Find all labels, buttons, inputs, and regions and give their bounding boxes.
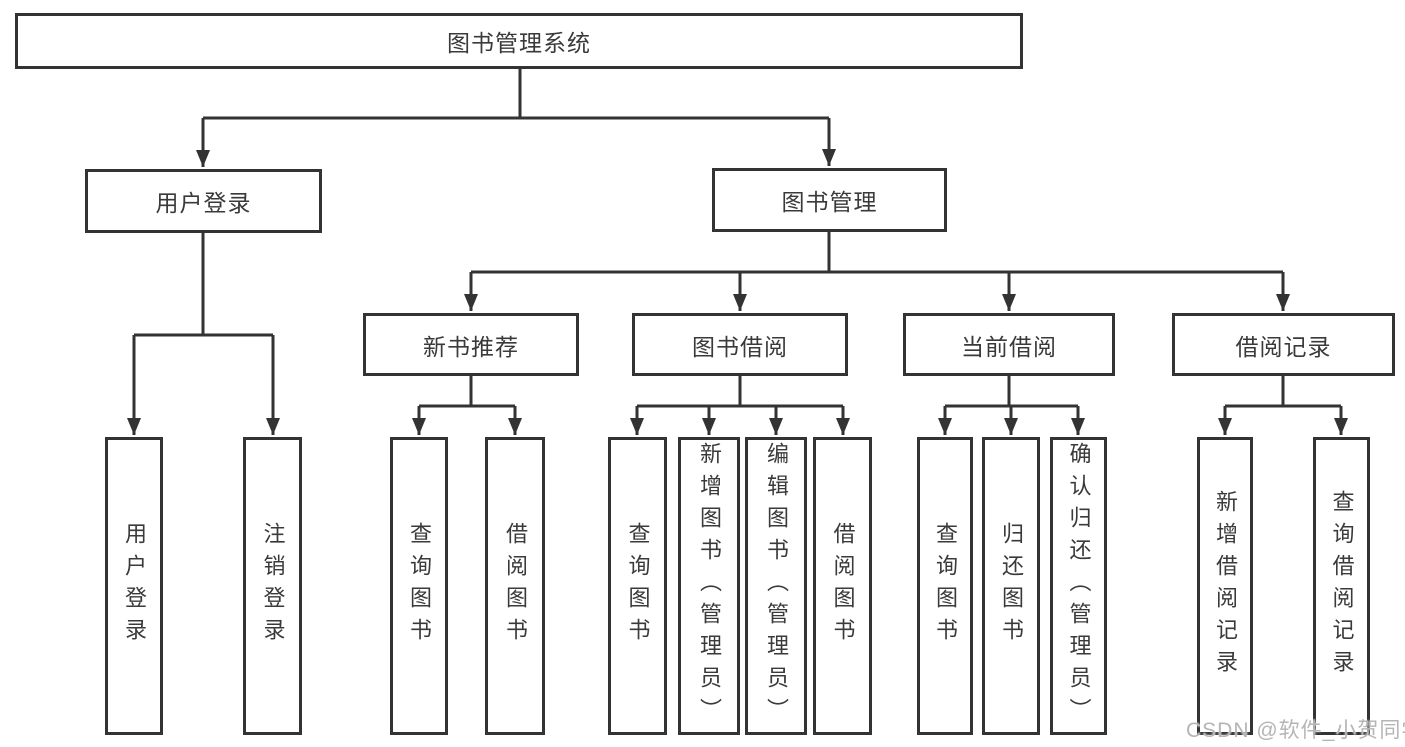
node-label: 借阅图书 — [830, 522, 856, 650]
node-query-borrow-record: 查询借阅记录 — [1313, 437, 1370, 735]
node-label: 新书推荐 — [423, 333, 519, 360]
watermark: CSDN @软件_小贺同学 — [1186, 719, 1405, 742]
node-label: 查询图书 — [625, 522, 651, 650]
node-label: 查询图书 — [933, 522, 958, 650]
node-book-borrowing: 图书借阅 — [632, 313, 848, 376]
node-add-books-admin: 新增图书（管理员） — [678, 437, 740, 735]
node-label: 图书管理系统 — [447, 30, 591, 56]
node-label: 用户登录 — [122, 522, 147, 650]
node-label: 归还图书 — [999, 522, 1024, 650]
node-book-management: 图书管理 — [712, 168, 947, 232]
node-label: 新增图书（管理员） — [697, 442, 722, 730]
node-query-books-rec: 查询图书 — [390, 437, 448, 735]
node-borrowing-records: 借阅记录 — [1172, 313, 1395, 376]
node-user-login: 用户登录 — [85, 169, 322, 233]
node-label: 查询借阅记录 — [1329, 490, 1355, 682]
node-label: 确认归还（管理员） — [1066, 442, 1092, 730]
node-borrow-books-rec: 借阅图书 — [485, 437, 545, 735]
node-query-books-borrow: 查询图书 — [608, 437, 667, 735]
node-return-books: 归还图书 — [982, 437, 1040, 735]
node-user-login-leaf: 用户登录 — [105, 437, 163, 735]
node-edit-books-admin: 编辑图书（管理员） — [745, 437, 807, 735]
node-label: 图书管理 — [781, 189, 878, 215]
node-label: 借阅记录 — [1235, 333, 1332, 360]
node-library-system: 图书管理系统 — [15, 13, 1023, 69]
node-label: 用户登录 — [155, 190, 252, 216]
node-confirm-return-admin: 确认归还（管理员） — [1050, 437, 1107, 735]
node-label: 借阅图书 — [503, 522, 528, 650]
node-borrow-books-leaf: 借阅图书 — [813, 437, 872, 735]
node-label: 查询图书 — [407, 522, 432, 650]
node-add-borrow-record: 新增借阅记录 — [1197, 437, 1253, 735]
node-logout-leaf: 注销登录 — [243, 437, 302, 735]
node-label: 注销登录 — [260, 522, 286, 650]
node-query-books-current: 查询图书 — [917, 437, 973, 735]
node-label: 编辑图书（管理员） — [764, 442, 789, 730]
node-label: 图书借阅 — [692, 333, 788, 360]
node-label: 新增借阅记录 — [1213, 490, 1238, 682]
node-current-borrowing: 当前借阅 — [903, 313, 1115, 376]
node-label: 当前借阅 — [961, 333, 1057, 360]
node-new-book-recommendation: 新书推荐 — [363, 313, 579, 376]
